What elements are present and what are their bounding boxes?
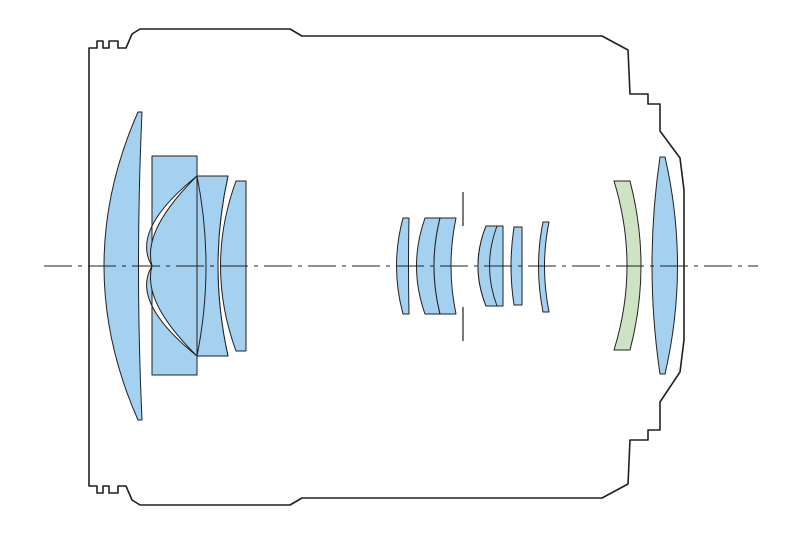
rear-group-element-3 xyxy=(538,221,550,313)
rear-group-element-2 xyxy=(510,226,523,306)
lens-barrel-outline xyxy=(88,28,685,506)
